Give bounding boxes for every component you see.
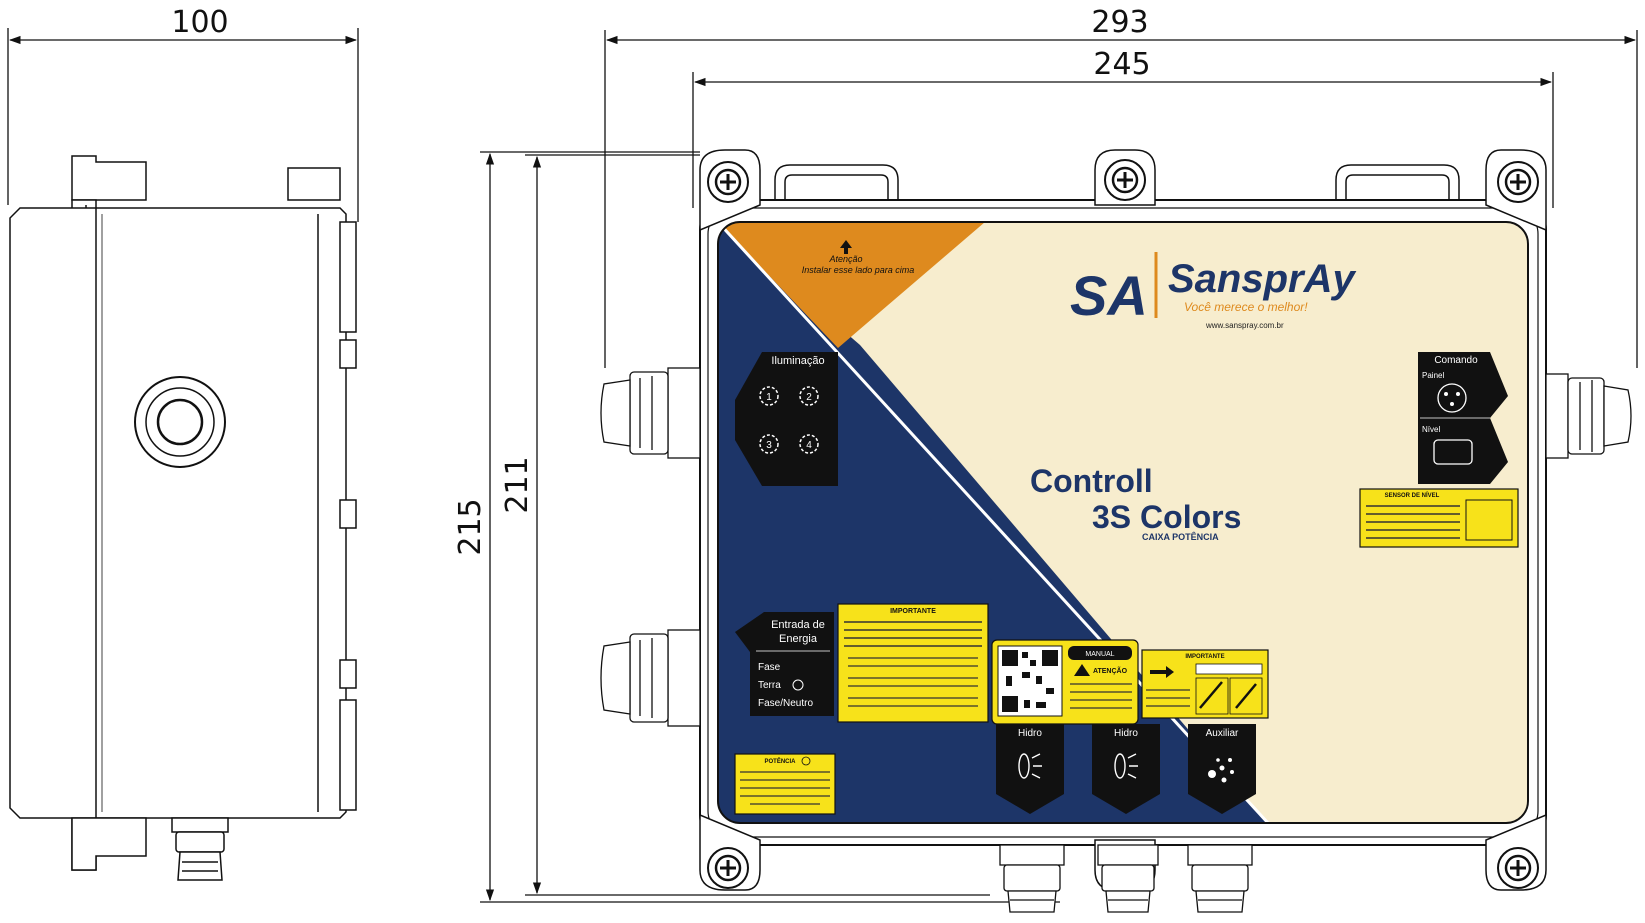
- brand-name: SansprAy: [1168, 257, 1356, 301]
- jet-icon: [1114, 753, 1138, 779]
- dimension-lines: [7, 28, 1638, 903]
- level-sensor-notice-title: SENSOR DE NÍVEL: [1385, 491, 1440, 499]
- energy-label-line1: Entrada de: [771, 619, 825, 631]
- power-notice: POTÊNCIA: [734, 753, 836, 815]
- warning-triangle-icon: [1074, 664, 1090, 676]
- jet-icon: [1018, 753, 1042, 779]
- output-hidro-1: Hidro: [996, 724, 1064, 814]
- level-sensor-icon: [1433, 439, 1473, 465]
- manual-badge: MANUAL: [1085, 651, 1114, 658]
- brand-initials: SA: [1070, 264, 1148, 327]
- terminal-fase-neutro: Fase/Neutro: [758, 698, 813, 709]
- screw-icon: [1104, 159, 1146, 201]
- lamp-1-icon: 1: [759, 386, 779, 406]
- command-block: Comando Painel Nível: [1418, 352, 1508, 484]
- illumination-label: Iluminação: [771, 355, 824, 367]
- output-label-hidro-2: Hidro: [1114, 728, 1138, 739]
- product-subtitle: CAIXA POTÊNCIA: [1142, 531, 1219, 542]
- ground-icon: [792, 679, 804, 691]
- qr-code-icon: [1002, 650, 1058, 712]
- output-label-hidro-1: Hidro: [1018, 728, 1042, 739]
- dim-total-width: 293: [1091, 5, 1148, 40]
- power-notice-title: POTÊNCIA: [764, 757, 796, 765]
- dim-side-width: 100: [171, 5, 228, 40]
- side-view: [9, 155, 357, 881]
- cable-glands: [600, 367, 1632, 913]
- output-label-auxiliar: Auxiliar: [1206, 728, 1239, 739]
- illumination-block: Iluminação 1 2 3 4: [735, 352, 838, 486]
- lamp-2-icon: 2: [799, 386, 819, 406]
- important-notice-small: IMPORTANTE: [1141, 649, 1269, 719]
- bubbles-icon: [1208, 758, 1234, 783]
- orange-triangle: [718, 222, 985, 348]
- attention-title: ATENÇÃO: [1093, 666, 1128, 675]
- qr-attention-notice: MANUAL ATENÇÃO: [991, 639, 1139, 725]
- arrow-up-icon: [840, 240, 852, 254]
- power-icon: [801, 756, 811, 766]
- important-notice: IMPORTANTE: [837, 603, 989, 723]
- output-hidro-2: Hidro: [1092, 724, 1160, 814]
- command-panel-label: Painel: [1422, 371, 1444, 380]
- output-auxiliar: Auxiliar: [1188, 724, 1256, 814]
- command-label: Comando: [1434, 355, 1478, 366]
- important-notice-title: IMPORTANTE: [890, 608, 936, 615]
- warning-text: Instalar esse lado para cima: [802, 265, 915, 275]
- channel-2: 2: [806, 392, 812, 403]
- energy-label-line2: Energia: [779, 633, 818, 645]
- lamp-4-icon: 4: [799, 434, 819, 454]
- front-panel: Atenção Instalar esse lado para cima SA …: [717, 221, 1529, 824]
- terminal-fase: Fase: [758, 662, 781, 673]
- dim-total-height: 215: [453, 498, 488, 555]
- energy-input-block: Entrada de Energia Fase Terra Fase/Neutr…: [735, 612, 834, 716]
- lamp-3-icon: 3: [759, 434, 779, 454]
- terminal-terra: Terra: [758, 680, 781, 691]
- important-small-title: IMPORTANTE: [1185, 654, 1224, 660]
- dim-box-width: 245: [1093, 47, 1150, 82]
- panel-connector-icon: [1437, 383, 1467, 413]
- channel-3: 3: [766, 440, 772, 451]
- dim-box-height: 211: [500, 456, 535, 513]
- brand-slogan: Você merece o melhor!: [1184, 300, 1308, 314]
- screw-icon: [707, 161, 749, 203]
- product-name-line1: Controll: [1030, 463, 1153, 499]
- arrow-right-icon: [1150, 666, 1174, 678]
- brand-url: www.sanspray.com.br: [1205, 321, 1284, 330]
- command-level-label: Nível: [1422, 425, 1440, 434]
- warning-title: Atenção: [828, 254, 862, 264]
- channel-1: 1: [766, 392, 772, 403]
- screw-icon: [1497, 161, 1539, 203]
- level-sensor-notice: SENSOR DE NÍVEL: [1359, 488, 1519, 548]
- screw-icon: [707, 847, 749, 889]
- channel-4: 4: [806, 440, 812, 451]
- screw-icon: [1497, 847, 1539, 889]
- product-name-line2: 3S Colors: [1092, 499, 1241, 535]
